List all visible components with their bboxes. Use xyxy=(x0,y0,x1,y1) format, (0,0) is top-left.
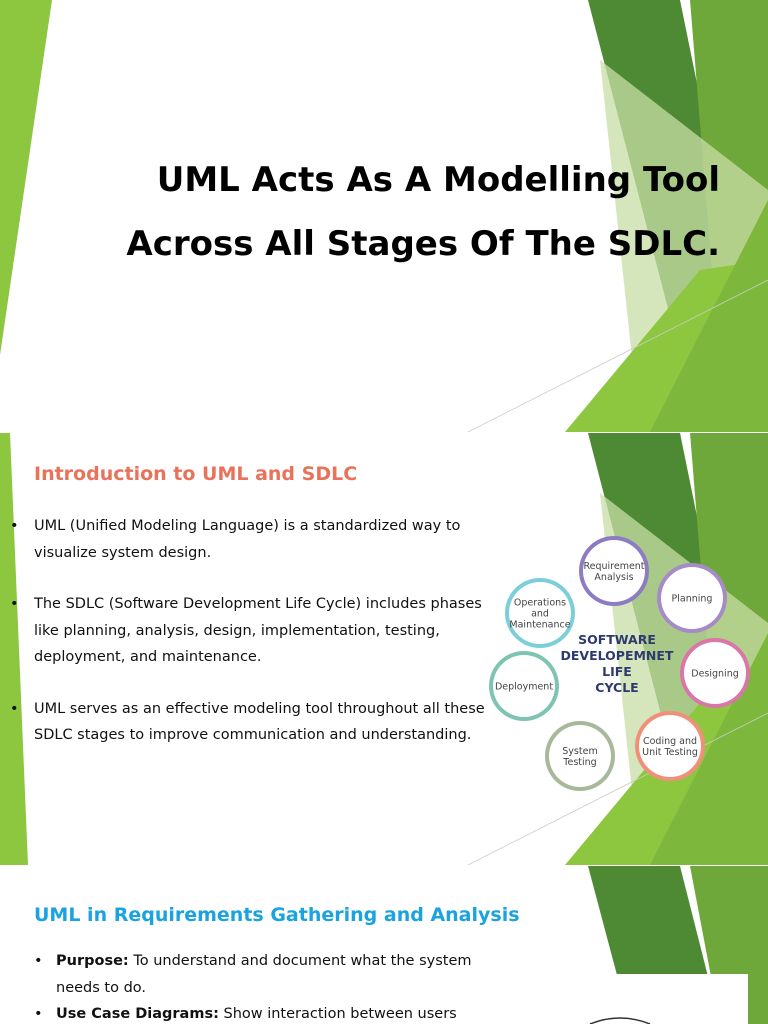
sdlc-stage-circle xyxy=(493,655,555,717)
intro-bullet-list: UML (Unified Modeling Language) is a sta… xyxy=(10,513,490,749)
bullet-item: The SDLC (Software Development Life Cycl… xyxy=(10,591,490,671)
sdlc-cycle-diagram: RequirementAnalysisPlanningDesigningCodi… xyxy=(489,536,750,791)
slide-intro: Introduction to UML and SDLC UML (Unifie… xyxy=(0,433,768,865)
bullet-item: UML serves as an effective modeling tool… xyxy=(10,696,490,749)
thin-line xyxy=(467,712,768,865)
title-line-2: Across All Stages Of The SDLC. xyxy=(126,224,720,264)
sdlc-stage-label: System xyxy=(562,746,597,757)
sdlc-stage-label: Deployment xyxy=(495,682,553,693)
slide-title: UML Acts As A Modelling Tool Across All … xyxy=(0,0,768,432)
green-decoration xyxy=(496,866,768,1024)
requirements-heading: UML in Requirements Gathering and Analys… xyxy=(34,904,520,926)
sdlc-stage-circle xyxy=(583,540,645,602)
sdlc-center-label: DEVELOPEMNET xyxy=(561,648,674,663)
sdlc-stage-label: Designing xyxy=(691,669,739,680)
bullet-item: UML (Unified Modeling Language) is a sta… xyxy=(10,513,490,566)
image-placeholder xyxy=(496,974,748,1024)
bullet-item: Purpose: To understand and document what… xyxy=(34,948,484,1001)
sdlc-center-label: CYCLE xyxy=(595,680,638,695)
requirements-bullet-list: Purpose: To understand and document what… xyxy=(34,948,484,1024)
thin-line xyxy=(467,279,768,432)
sdlc-stage-label: Unit Testing xyxy=(642,747,698,758)
bullet-text: Show interaction between users xyxy=(218,1006,457,1022)
bullet-term: Purpose: xyxy=(56,953,129,969)
image-partial-arc xyxy=(589,1017,651,1024)
sdlc-stage-circle xyxy=(509,582,571,644)
sdlc-center-label: LIFE xyxy=(602,664,632,679)
green-decoration xyxy=(0,0,768,432)
sdlc-stage-label: Planning xyxy=(672,594,713,605)
sdlc-stage-circle xyxy=(684,642,746,704)
slide-requirements: UML in Requirements Gathering and Analys… xyxy=(0,866,768,1024)
right-green-shape-front xyxy=(650,200,768,432)
left-green-stripe xyxy=(0,0,52,355)
sdlc-stage-circle xyxy=(639,715,701,777)
sdlc-stage-circle xyxy=(661,567,723,629)
sdlc-stage-label: Testing xyxy=(562,757,596,768)
intro-heading: Introduction to UML and SDLC xyxy=(34,463,358,485)
right-green-shape-mid xyxy=(690,866,768,1024)
sdlc-stage-label: Coding and xyxy=(643,736,697,747)
bullet-item: Use Case Diagrams: Show interaction betw… xyxy=(34,1001,484,1024)
sdlc-stage-circle xyxy=(549,725,611,787)
sdlc-center-label: SOFTWARE xyxy=(578,632,656,647)
sdlc-stage-label: Operations xyxy=(514,598,566,609)
title-line-1: UML Acts As A Modelling Tool xyxy=(156,160,720,200)
sdlc-stage-label: Maintenance xyxy=(509,620,570,631)
sdlc-stage-label: Requirement xyxy=(583,561,644,572)
bullet-text: To understand and document what the syst… xyxy=(56,953,472,996)
bullet-term: Use Case Diagrams: xyxy=(56,1006,219,1022)
sdlc-stage-label: and xyxy=(531,609,549,620)
sdlc-stage-label: Analysis xyxy=(594,572,633,583)
slide-title-heading: UML Acts As A Modelling Tool Across All … xyxy=(100,148,720,276)
